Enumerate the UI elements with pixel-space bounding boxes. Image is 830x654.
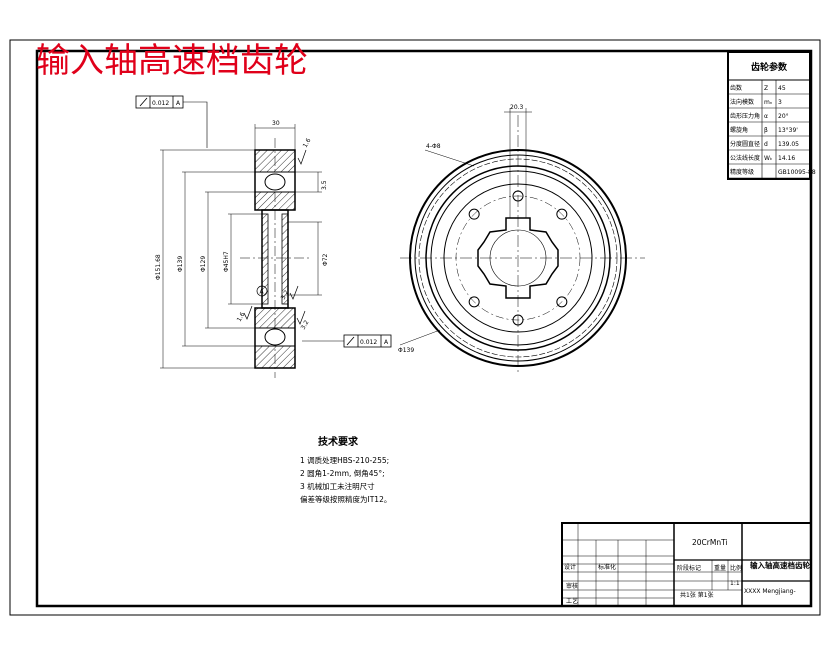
label-holes: 4-Φ8 xyxy=(426,143,441,150)
tb-part-name: 输入轴高速档齿轮 xyxy=(750,560,810,570)
param-name: 分度圆直径 xyxy=(730,140,760,148)
tb-scale-value: 1:1 xyxy=(730,580,740,587)
tb-school: XXXX Mengjiang- xyxy=(744,588,796,595)
param-symbol: mₙ xyxy=(764,99,773,106)
dim-spline: Φ72 xyxy=(322,253,329,266)
param-name: 法向模数 xyxy=(730,98,754,106)
tb-stage-label: 阶段标记 xyxy=(677,564,701,572)
param-symbol: Z xyxy=(764,85,768,92)
roughness-symbol-2: 3.2 xyxy=(280,285,299,301)
svg-text:A: A xyxy=(260,289,265,296)
dim-bore: Φ45H7 xyxy=(223,251,230,272)
title-block xyxy=(561,522,812,607)
svg-text:3.2: 3.2 xyxy=(300,319,311,331)
tb-sheets: 共1张 第1张 xyxy=(680,591,714,599)
dim-width-top: 30 xyxy=(272,120,280,127)
label-ring: Φ139 xyxy=(398,347,414,354)
dim-keyway: 20.3 xyxy=(510,104,524,111)
svg-text:3.2: 3.2 xyxy=(280,289,291,301)
hole xyxy=(512,314,524,326)
spline-bore xyxy=(477,217,559,299)
hole xyxy=(556,208,568,220)
tb-scale-label: 比例 xyxy=(730,564,742,572)
roughness-symbol-4: 3.2 xyxy=(296,310,311,331)
tb-process-label: 工艺 xyxy=(566,597,578,605)
param-symbol: d xyxy=(764,141,768,148)
tech-requirements: 技术要求 1 调质处理HBS-210-255; 2 圆角1-2mm, 倒角45°… xyxy=(300,435,391,504)
svg-text:1.6: 1.6 xyxy=(236,311,247,323)
dim-depth: 3.5 xyxy=(321,180,328,190)
param-value: 3 xyxy=(778,99,782,106)
drawing-frame xyxy=(35,49,813,608)
tb-design-label: 设计 xyxy=(564,563,576,571)
runout-symbol-top xyxy=(139,97,148,107)
drawing-title: 输入轴高速档齿轮 xyxy=(36,41,308,81)
roughness-symbol: 1.6 xyxy=(297,137,313,165)
param-symbol: Wₖ xyxy=(764,155,773,162)
runout-top-datum: A xyxy=(176,100,181,107)
tech-req-title: 技术要求 xyxy=(318,435,359,448)
tb-weight-label: 重量 xyxy=(714,564,726,572)
gear-params-table: 齿轮参数 齿数 Z 45 法向模数 mₙ 3 齿形压力角 α 20° 螺旋角 β 13°39' 分度圆直… xyxy=(727,51,816,180)
dim-d2: Φ129 xyxy=(200,256,207,272)
param-value: GB10095-88 xyxy=(778,169,816,176)
param-value: 13°39' xyxy=(778,127,798,134)
section-view: 30 Φ151.68 Φ139 Φ129 Φ45H7 Φ72 3.5 1.6 3… xyxy=(155,120,329,378)
runout-frame-bottom: 0.012 A xyxy=(302,334,392,348)
sheet-outer-border xyxy=(9,39,821,616)
runout-frame-top: 0.012 A xyxy=(135,95,208,148)
roughness-symbol-3: 1.6 xyxy=(236,305,253,323)
tech-req-item-3: 3 机械加工未注明尺寸 xyxy=(300,481,375,491)
hole xyxy=(512,190,524,202)
param-name: 公法线长度 xyxy=(730,154,760,162)
dim-d1: Φ139 xyxy=(177,256,184,272)
param-name: 齿形压力角 xyxy=(730,112,760,120)
dim-od: Φ151.68 xyxy=(155,254,162,280)
tech-req-item-2: 2 圆角1-2mm, 倒角45°; xyxy=(300,468,385,478)
runout-bottom-datum: A xyxy=(384,339,389,346)
param-value: 45 xyxy=(778,85,786,92)
datum-a-marker: A xyxy=(256,285,268,297)
param-symbol: α xyxy=(764,113,768,120)
param-value: 20° xyxy=(778,113,789,120)
tb-std-label: 标准化 xyxy=(598,563,616,571)
param-value: 14.16 xyxy=(778,155,795,162)
tb-material: 20CrMnTi xyxy=(692,538,728,547)
tech-req-item-1: 1 调质处理HBS-210-255; xyxy=(300,455,389,465)
tb-check-label: 审核 xyxy=(566,582,578,590)
param-name: 齿数 xyxy=(730,84,742,92)
gear-params-header: 齿轮参数 xyxy=(751,61,788,73)
runout-top-value: 0.012 xyxy=(152,100,169,107)
param-value: 139.05 xyxy=(778,141,799,148)
svg-text:1.6: 1.6 xyxy=(302,137,313,149)
front-view: 20.3 4-Φ8 Φ139 xyxy=(398,104,645,375)
hole xyxy=(556,296,568,308)
tech-req-item-4: 偏差等级按照精度为IT12。 xyxy=(300,494,391,504)
runout-symbol-bottom xyxy=(346,336,355,346)
param-name: 螺旋角 xyxy=(730,126,748,134)
param-name: 精度等级 xyxy=(730,168,754,176)
hole xyxy=(468,296,480,308)
runout-bottom-value: 0.012 xyxy=(360,339,377,346)
hole xyxy=(468,208,480,220)
param-symbol: β xyxy=(764,127,768,134)
